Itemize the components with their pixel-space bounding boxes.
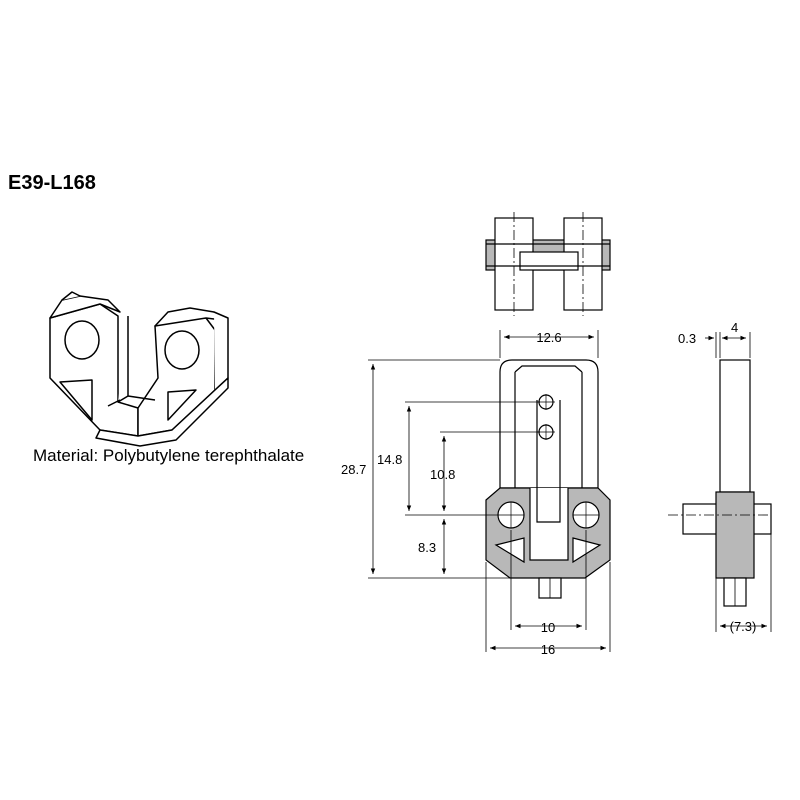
front-view [485,359,611,599]
dim-28-7: 28.7 [341,462,366,477]
top-view [485,212,611,316]
dimension-lines [368,330,772,652]
dim-12-6: 12.6 [536,330,561,345]
dim-10-8: 10.8 [430,467,455,482]
dim-7-3: (7.3) [730,619,757,634]
dim-14-8: 14.8 [377,452,402,467]
side-view [668,359,772,607]
dim-4: 4 [731,320,738,335]
dim-10: 10 [541,620,555,635]
dim-8-3: 8.3 [418,540,436,555]
part-number-title: E39-L168 [8,172,96,194]
dim-0-3: 0.3 [678,331,696,346]
material-note: Material: Polybutylene terephthalate [33,446,305,465]
isometric-view [49,291,229,447]
dim-16: 16 [541,642,555,657]
